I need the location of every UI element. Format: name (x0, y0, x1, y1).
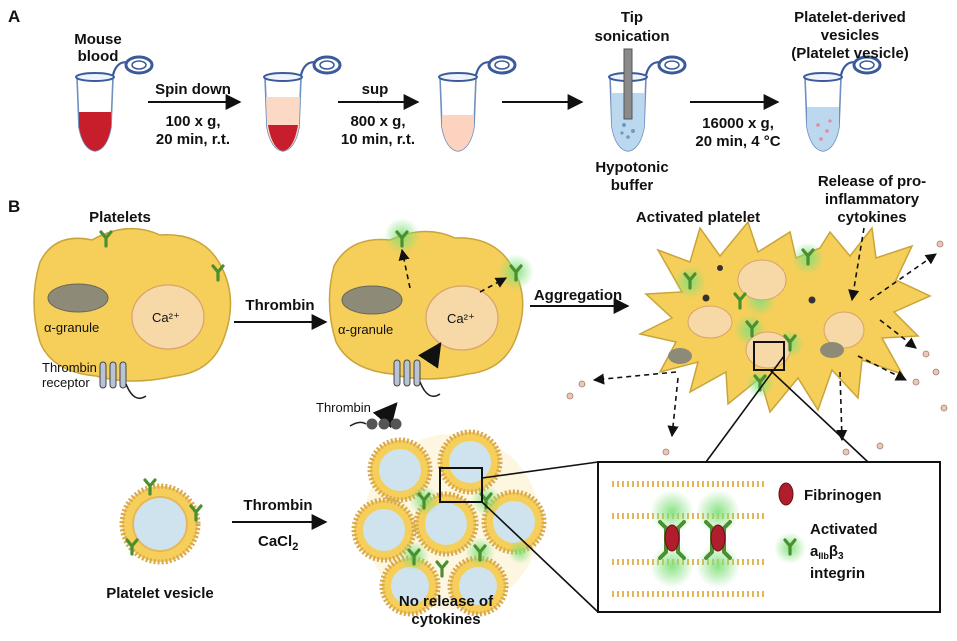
cytokine-release-arrows (592, 227, 937, 442)
ca-store-2 (425, 285, 499, 351)
hypotonic-line2: buffer (611, 177, 654, 194)
step4-line2: 20 min, 4 °C (695, 133, 780, 150)
fibrinogen-icon (710, 524, 726, 552)
mouse-blood-line1: Mouse (74, 31, 122, 48)
tube-spun (262, 55, 342, 153)
zoom-line-1 (705, 355, 785, 463)
vesicle-cluster (351, 429, 547, 617)
activated-platelet-label: Activated platelet (636, 209, 760, 226)
no-release-line1: No release of (399, 593, 494, 610)
legend-integrin-name: aIIbβ3 (810, 543, 844, 562)
single-platelet-vesicle (119, 478, 203, 565)
step1-top: Spin down (155, 81, 231, 98)
tip-sonication-line2: sonication (594, 28, 669, 45)
thrombin-small-label: Thrombin (316, 400, 371, 415)
release-line1: Release of pro- (818, 173, 926, 190)
ca-label-1: Ca²⁺ (152, 310, 180, 325)
step1-line1: 100 x g, (165, 113, 220, 130)
sonication-probe-icon (623, 48, 633, 120)
mouse-blood-line2: blood (78, 48, 119, 65)
inset-box (597, 461, 941, 613)
tube-vesicles (802, 55, 882, 153)
cytokine-particles (566, 240, 948, 456)
thrombin-arrow-label: Thrombin (245, 297, 314, 314)
thrombin-molecule-icon (349, 418, 402, 430)
thrombin-vesicle-label: Thrombin (243, 497, 312, 514)
activated-platelet-aggregate (637, 220, 932, 414)
alpha-granule-2 (341, 285, 403, 315)
step2-line1: 800 x g, (350, 113, 405, 130)
tube-sonication (607, 48, 687, 153)
ca-label-2: Ca²⁺ (447, 311, 475, 326)
thrombin-receptor-line2: receptor (42, 375, 90, 390)
alpha-granule-1 (47, 283, 109, 313)
fibrinogen-icon (664, 524, 680, 552)
zoom-line-2 (769, 369, 869, 463)
alpha-granule-label-2: α-granule (338, 322, 393, 337)
platelets-label: Platelets (89, 209, 151, 226)
tip-sonication-line1: Tip (621, 9, 643, 26)
step2-line2: 10 min, r.t. (341, 131, 415, 148)
step1-line2: 20 min, r.t. (156, 131, 230, 148)
tube-mouse-blood (74, 55, 154, 153)
no-release-line2: cytokines (411, 611, 480, 628)
thrombin-receptor-icon (99, 361, 147, 400)
product-line2: vesicles (821, 27, 879, 44)
product-line1: Platelet-derived (794, 9, 906, 26)
release-line3: cytokines (837, 209, 906, 226)
blood-fill (79, 112, 111, 151)
tube-supernatant (437, 55, 517, 153)
thrombin-receptor-line1: Thrombin (42, 360, 97, 375)
legend-activated-label: Activated (810, 521, 878, 538)
hypotonic-line1: Hypotonic (595, 159, 668, 176)
zoom-line-4 (481, 501, 599, 613)
step2-top: sup (362, 81, 389, 98)
step4-line1: 16000 x g, (702, 115, 774, 132)
alpha-granule-label-1: α-granule (44, 320, 99, 335)
panel-b-label: B (8, 197, 20, 216)
legend-integrin-label: integrin (810, 565, 865, 582)
stimulated-platelet (328, 218, 534, 430)
product-line3: (Platelet vesicle) (791, 45, 909, 62)
thrombin-receptor-icon (393, 359, 441, 398)
ca-store-1 (131, 284, 205, 350)
zoom-line-3 (481, 461, 599, 479)
aggregation-label: Aggregation (534, 287, 622, 304)
zoom-box-vesicles (439, 467, 483, 503)
panel-a-label: A (8, 7, 20, 26)
resting-platelet (33, 227, 232, 400)
platelet-vesicle-label: Platelet vesicle (106, 585, 214, 602)
legend-fibrinogen-label: Fibrinogen (804, 487, 882, 504)
cacl2-label: CaCl2 (258, 533, 298, 553)
legend-fibrinogen-icon (778, 482, 794, 506)
release-line2: inflammatory (825, 191, 920, 208)
